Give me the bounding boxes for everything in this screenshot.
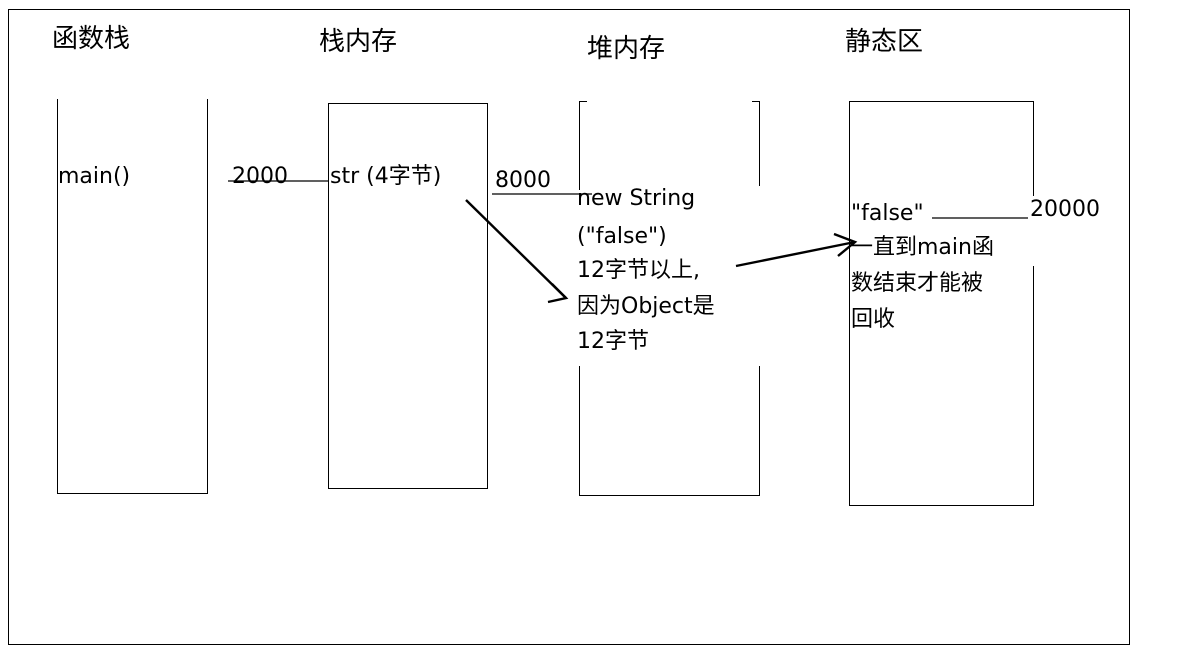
arrow-stack-to-heap	[465, 199, 567, 299]
arrow-head-stack-to-heap	[547, 283, 569, 304]
static-area-box	[849, 101, 1034, 506]
arrow-heap-to-static	[735, 240, 856, 268]
static-right-gap	[1031, 196, 1037, 266]
static-false-value: "false"	[851, 201, 924, 226]
heap-top-gap	[587, 99, 752, 105]
header-static-area: 静态区	[845, 27, 924, 57]
stack-memory-box	[328, 103, 488, 489]
func-stack-box	[57, 99, 208, 494]
header-stack-memory: 栈内存	[319, 27, 398, 57]
heap-line-3: 12字节以上,	[577, 258, 700, 283]
heap-line-4: 因为Object是	[577, 294, 715, 319]
header-func-stack: 函数栈	[52, 24, 131, 54]
str-label: str (4字节)	[330, 164, 444, 189]
addr-20000: 20000	[1030, 197, 1100, 222]
heap-line-1: new String	[577, 186, 696, 211]
static-line-1: 一直到main函	[851, 235, 994, 260]
heap-left-gap	[577, 190, 583, 366]
diagram-frame	[8, 9, 1130, 645]
static-line-2: 数结束才能被	[851, 271, 984, 296]
heap-line-2: ("false")	[577, 224, 667, 249]
header-heap-memory: 堆内存	[587, 34, 666, 64]
main-label: main()	[58, 164, 131, 189]
static-line-3: 回收	[851, 307, 896, 332]
addr-8000: 8000	[495, 168, 551, 193]
arrow-head-heap-to-static	[833, 232, 858, 257]
heap-line-5: 12字节	[577, 329, 649, 354]
addr-2000: 2000	[232, 164, 288, 189]
heap-right-gap	[757, 186, 763, 366]
